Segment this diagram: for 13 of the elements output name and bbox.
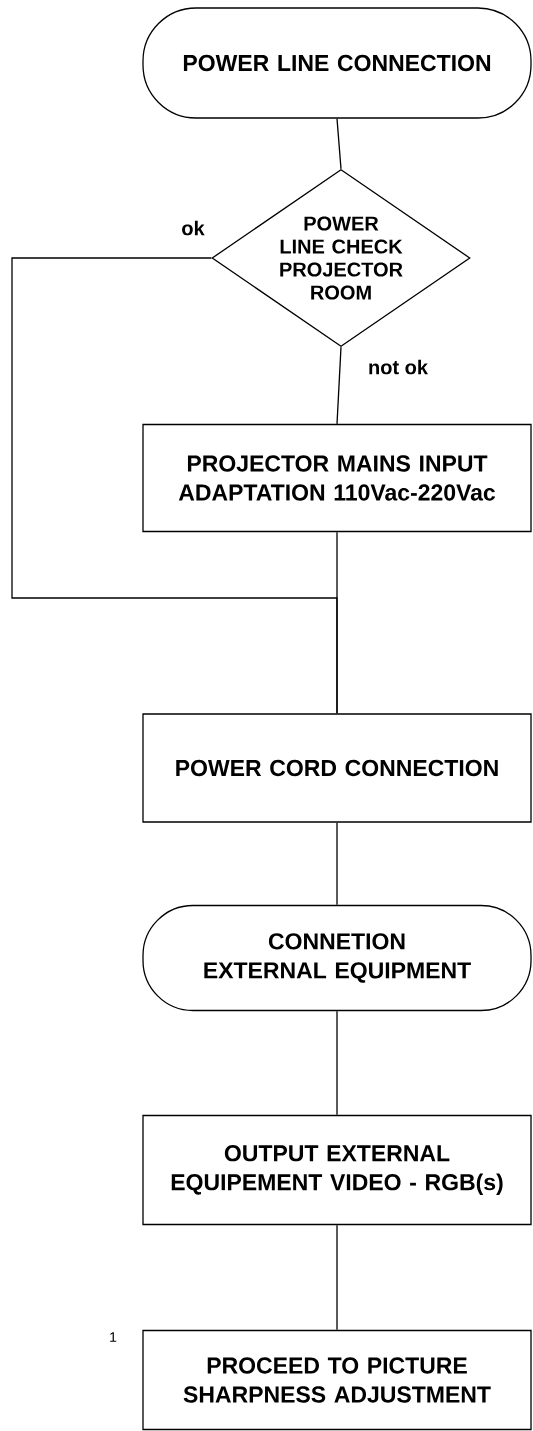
mark-label: 1	[110, 1332, 117, 1342]
connector	[336, 822, 338, 906]
process-box: PROCEED TO PICTURE SHARPNESS ADJUSTMENT	[142, 1329, 532, 1431]
edge-label: ok	[180, 219, 206, 237]
process-box: POWER CORD CONNECTION	[142, 713, 532, 823]
connector	[336, 1224, 338, 1331]
connector	[336, 118, 342, 170]
process-box: PROJECTOR MAINS INPUT ADAPTATION 110Vac-220Vac	[142, 423, 532, 533]
process-box: OUTPUT EXTERNAL EQUIPEMENT VIDEO - RGB(s)	[142, 1114, 532, 1226]
connector	[336, 346, 342, 425]
connector	[336, 1010, 338, 1116]
edge-label: not ok	[367, 358, 429, 376]
connector	[336, 531, 338, 714]
